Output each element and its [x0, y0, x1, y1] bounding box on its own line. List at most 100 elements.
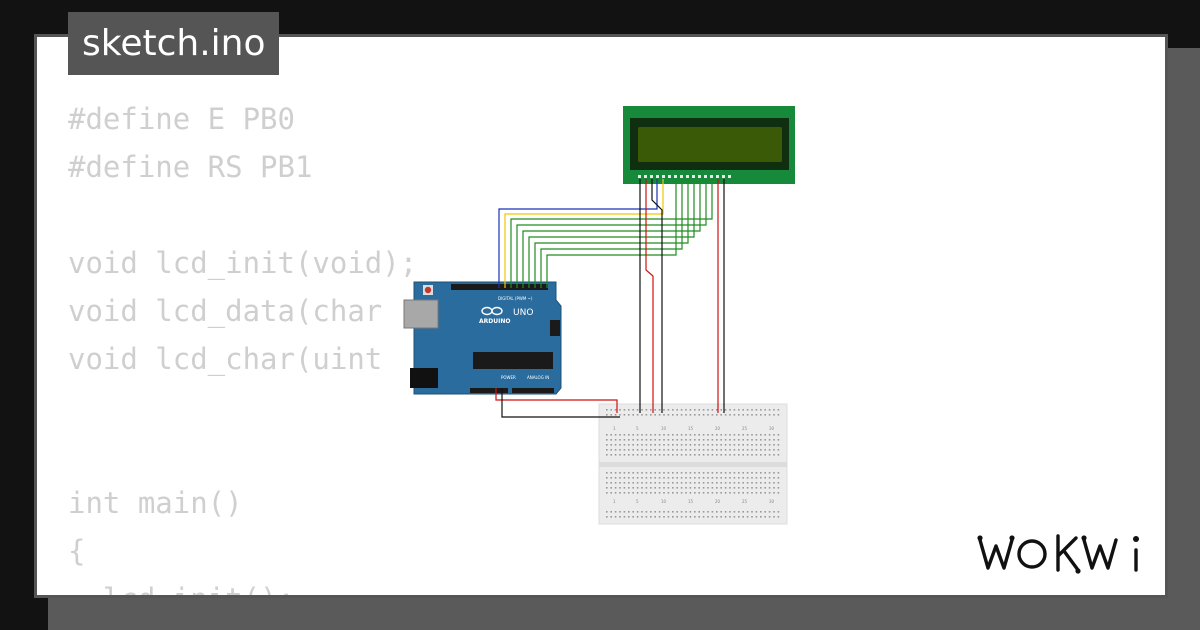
breadboard-hole	[663, 482, 665, 484]
breadboard-hole	[755, 511, 758, 513]
breadboard-hole	[751, 454, 753, 456]
breadboard-hole	[746, 454, 749, 456]
power-jack	[410, 368, 438, 388]
breadboard-hole	[645, 414, 648, 416]
breadboard-hole	[654, 439, 656, 441]
breadboard-hole	[738, 477, 740, 479]
breadboard-hole	[672, 439, 674, 441]
breadboard-hole	[729, 444, 731, 446]
breadboard-hole	[698, 409, 700, 411]
breadboard-hole	[614, 511, 617, 513]
breadboard-hole	[716, 439, 718, 441]
breadboard-hole	[685, 414, 687, 416]
breadboard-hole	[619, 511, 621, 513]
wire-red	[645, 179, 654, 413]
breadboard-hole	[606, 439, 608, 441]
breadboard-hole	[711, 482, 714, 484]
breadboard-hole	[636, 414, 639, 416]
breadboard-hole	[610, 477, 612, 479]
breadboard-hole	[702, 434, 705, 436]
breadboard-hole	[610, 454, 612, 456]
breadboard-hole	[685, 482, 687, 484]
lcd-pin	[698, 175, 701, 178]
breadboard-hole	[751, 511, 753, 513]
breadboard-hole	[689, 434, 692, 436]
breadboard-hole	[764, 492, 766, 494]
breadboard-hole	[707, 487, 709, 489]
breadboard-hole	[733, 409, 736, 411]
breadboard-hole	[768, 439, 771, 441]
breadboard-hole	[698, 511, 700, 513]
breadboard-hole	[610, 449, 612, 451]
breadboard-hole	[751, 482, 753, 484]
breadboard-hole	[755, 487, 758, 489]
breadboard-hole	[777, 477, 780, 479]
breadboard-hole	[729, 492, 731, 494]
breadboard-hole	[689, 511, 692, 513]
breadboard-hole	[702, 409, 705, 411]
wire-black	[501, 388, 620, 418]
breadboard-hole	[698, 454, 700, 456]
breadboard-hole	[720, 444, 722, 446]
breadboard-hole	[711, 492, 714, 494]
breadboard-hole	[724, 482, 727, 484]
breadboard-hole	[623, 511, 626, 513]
breadboard-hole	[685, 477, 687, 479]
breadboard-hole	[614, 449, 617, 451]
breadboard-hole	[760, 477, 762, 479]
breadboard-hole	[760, 434, 762, 436]
breadboard-hole	[724, 511, 727, 513]
breadboard-hole	[751, 434, 753, 436]
breadboard-hole	[768, 516, 771, 518]
breadboard-hole	[720, 482, 722, 484]
breadboard-hole	[755, 439, 758, 441]
breadboard-hole	[702, 414, 705, 416]
breadboard-hole	[614, 414, 617, 416]
breadboard-hole	[738, 492, 740, 494]
breadboard-hole	[676, 477, 678, 479]
wire-green	[540, 179, 683, 288]
breadboard-hole	[698, 449, 700, 451]
code-line: void lcd_data(char	[68, 294, 383, 328]
breadboard-hole	[738, 414, 740, 416]
code-line: int main()	[68, 486, 243, 520]
breadboard-hole	[650, 414, 652, 416]
breadboard-holes	[606, 409, 780, 518]
breadboard-hole	[685, 487, 687, 489]
breadboard-hole	[733, 414, 736, 416]
breadboard-hole	[654, 434, 656, 436]
breadboard-hole	[773, 477, 775, 479]
breadboard-hole	[623, 472, 626, 474]
breadboard-hole	[650, 444, 652, 446]
breadboard-hole	[636, 492, 639, 494]
breadboard-hole	[742, 472, 744, 474]
breadboard-hole	[694, 511, 696, 513]
atmega-chip	[473, 352, 553, 369]
breadboard-hole	[711, 511, 714, 513]
breadboard-hole	[676, 472, 678, 474]
breadboard-hole	[667, 492, 670, 494]
breadboard-hole	[636, 511, 639, 513]
breadboard-hole	[663, 454, 665, 456]
breadboard-hole	[698, 472, 700, 474]
breadboard-hole	[610, 511, 612, 513]
breadboard-hole	[606, 409, 608, 411]
breadboard-hole	[724, 409, 727, 411]
breadboard-hole	[672, 449, 674, 451]
breadboard-hole	[614, 516, 617, 518]
breadboard-hole	[641, 511, 643, 513]
breadboard-hole	[685, 511, 687, 513]
breadboard-hole	[733, 487, 736, 489]
breadboard-hole	[685, 409, 687, 411]
breadboard-hole	[724, 434, 727, 436]
breadboard-hole	[610, 482, 612, 484]
breadboard-hole	[720, 511, 722, 513]
column-number: 15	[688, 499, 694, 504]
breadboard-hole	[760, 511, 762, 513]
column-number: 1	[613, 426, 616, 431]
breadboard-hole	[729, 439, 731, 441]
breadboard-hole	[777, 492, 780, 494]
breadboard-hole	[694, 439, 696, 441]
breadboard-hole	[641, 472, 643, 474]
